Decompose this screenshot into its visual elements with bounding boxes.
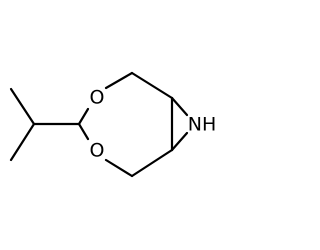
bond-o-lower-to-acetal — [77, 122, 90, 141]
bond-methyl-upper — [9, 87, 36, 126]
bond-ch-upper-to-n — [170, 96, 189, 117]
isopropyl-group — [9, 87, 81, 162]
atom-label-oxygen-upper: O — [90, 87, 105, 109]
bond-n-to-ch-lower — [170, 131, 189, 152]
bond-ch2-upper-to-ch — [130, 71, 174, 100]
bond-methyl-lower — [9, 122, 36, 162]
molecule-structure-diagram: O O NH — [9, 71, 217, 178]
bond-ch-to-ch2-lower — [130, 148, 174, 178]
atom-label-oxygen-lower: O — [90, 140, 105, 162]
bond-o-upper-to-ch2 — [104, 71, 134, 90]
atom-label-nitrogen: NH — [188, 114, 217, 136]
bond-ch2-lower-to-o-lower — [104, 158, 134, 178]
aziridine-ring — [170, 96, 189, 152]
bond-acetal-to-o-upper — [77, 107, 90, 126]
dioxepane-ring — [77, 71, 174, 178]
